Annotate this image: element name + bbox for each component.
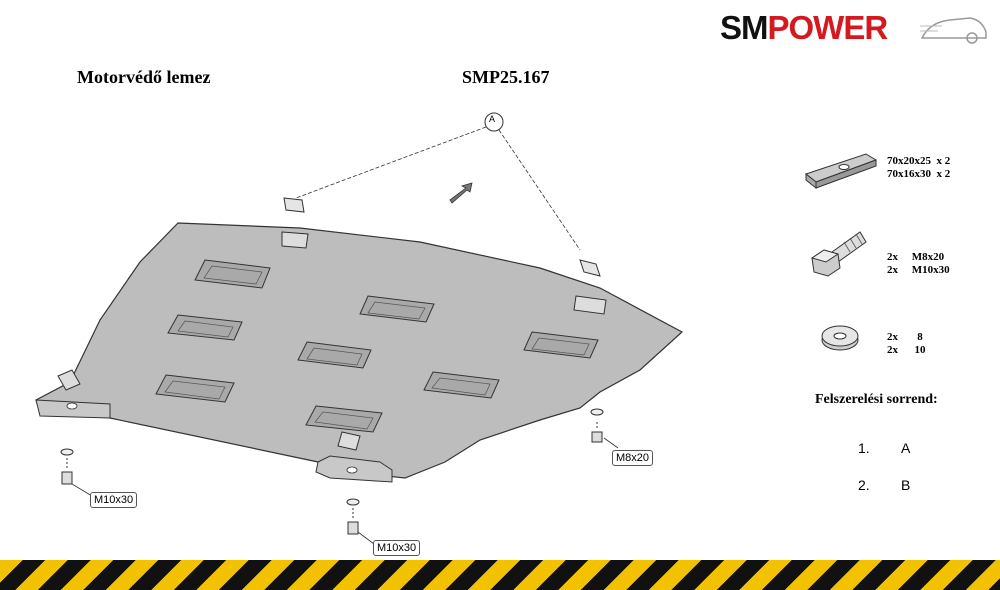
parts-illustrations	[804, 153, 878, 351]
bracket-icon	[804, 153, 878, 190]
smpower-logo: SMPOWER	[720, 8, 990, 48]
bolt-icon	[810, 231, 867, 277]
assembly-step-2-num: 2.	[858, 477, 870, 493]
loose-brackets	[283, 197, 601, 277]
assembly-step-2-letter: B	[901, 477, 911, 493]
pocket-insets	[164, 265, 590, 430]
assembly-heading: Felszerelési sorrend:	[815, 392, 938, 407]
bolt-right	[590, 408, 619, 449]
bolt-center-label: M10x30	[373, 540, 421, 556]
bolt-slots	[66, 402, 358, 474]
bolt-right-label: M8x20	[612, 450, 654, 466]
bolt-left	[60, 448, 93, 497]
hazard-stripe	[0, 560, 1000, 590]
bolt-center	[346, 498, 375, 545]
skid-plate-diagram	[35, 112, 684, 545]
logo-power-text: POWER	[767, 9, 889, 46]
plate-mount-clips	[57, 231, 607, 451]
washer-icon	[821, 325, 859, 351]
product-title: Motorvédő lemez	[77, 67, 211, 87]
direction-arrow-icon	[449, 182, 473, 204]
callout-a	[295, 112, 581, 251]
car-silhouette-icon	[920, 17, 987, 44]
logo-sm-text: SM	[720, 9, 768, 46]
bolt-left-label: M10x30	[90, 492, 138, 508]
callout-a-label: A	[489, 114, 496, 124]
assembly-step-1-num: 1.	[858, 440, 870, 456]
assembly-step-1-letter: A	[901, 440, 911, 456]
product-code: SMP25.167	[462, 67, 550, 87]
